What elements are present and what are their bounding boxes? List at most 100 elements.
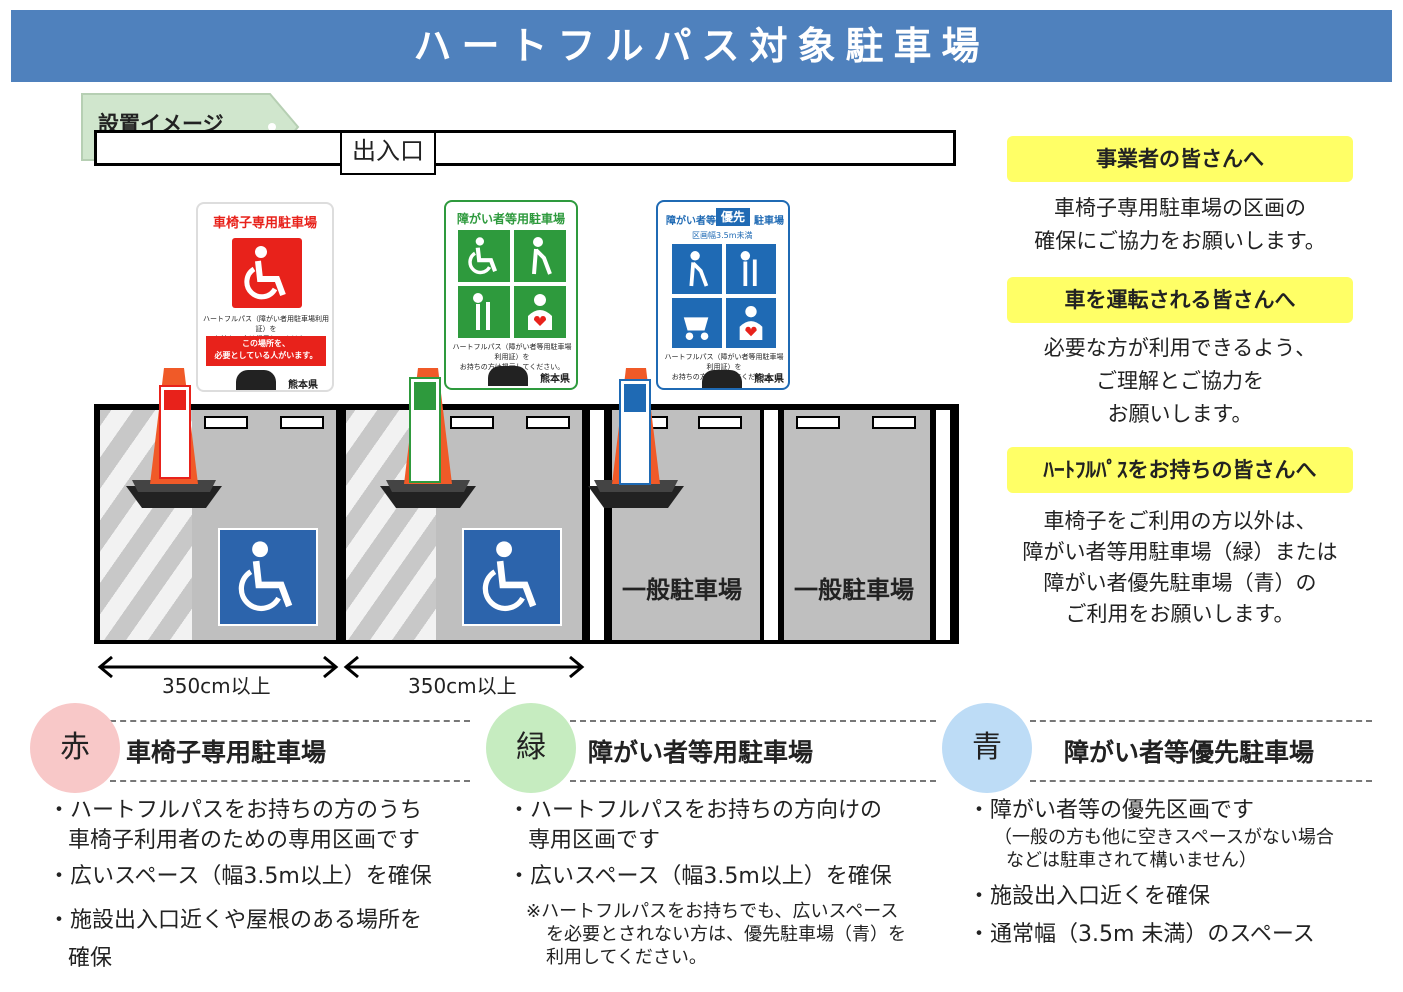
info-line: 確保にご協力をお願いします。 <box>1034 229 1326 253</box>
kumamon-icon <box>488 366 528 386</box>
bullet-line: ・ハートフルパスをお持ちの方向けの <box>508 798 883 823</box>
info-heading-operators: 事業者の皆さんへ <box>1007 136 1353 182</box>
elderly-icon <box>514 230 566 282</box>
kumamon-icon <box>236 370 276 390</box>
cone-red <box>126 368 222 508</box>
parking-space-general <box>784 410 930 640</box>
info-line: 障がい者等用駐車場（緑）または <box>1022 540 1338 564</box>
info-heading-holders: ﾊｰﾄﾌﾙﾊﾟｽをお持ちの皆さんへ <box>1007 447 1353 493</box>
cone-blue <box>588 368 684 508</box>
sign-blue-width-note: 区画幅3.5m未満 <box>692 231 753 240</box>
sign-red-pref: 熊本県 <box>288 380 318 391</box>
lot-divider <box>936 410 950 640</box>
curb-marker <box>796 416 840 429</box>
bullet-line: 専用区画です <box>528 828 661 853</box>
heart-person-icon <box>514 286 566 338</box>
category-blue-bullet: ・施設出入口近くを確保 <box>968 884 1211 909</box>
curb-marker <box>450 416 494 429</box>
divider <box>570 780 936 782</box>
note-line: を必要とされない方は、優先駐車場（青）を <box>546 924 906 945</box>
bullet-line: ・施設出入口近くや屋根のある場所を <box>48 908 423 933</box>
divider <box>110 720 470 722</box>
info-line: ご利用をお願いします。 <box>1065 602 1295 626</box>
sign-red: 車椅子専用駐車場 ハートフルパス（障がい者用駐車場利用証）を お持ちの方は掲示し… <box>196 202 334 392</box>
category-title-red: 車椅子専用駐車場 <box>126 738 327 767</box>
cone-green <box>380 368 476 508</box>
category-red-bullet: ・施設出入口近くや屋根のある場所を 確保 <box>48 902 422 978</box>
general-parking-label: 一般駐車場 <box>794 576 914 604</box>
info-text-operators: 車椅子専用駐車場の区画の 確保にご協力をお願いします。 <box>980 192 1380 258</box>
elderly-icon <box>672 244 722 294</box>
sign-green-title: 障がい者等用駐車場 <box>456 212 565 226</box>
dimension-arrow <box>97 655 339 679</box>
category-green-bullet: ・ハートフルパスをお持ちの方向けの 専用区画です <box>508 796 882 856</box>
sign-blue: 障がい者等 優先 駐車場 区画幅3.5m未満 ハートフルパス（障がい者等用駐車場… <box>656 200 790 390</box>
wheelchair-icon <box>458 230 510 282</box>
entrance-label: 出入口 <box>340 133 436 175</box>
divider <box>1030 780 1372 782</box>
category-circle-red: 赤 <box>30 703 120 793</box>
wheelchair-icon <box>232 238 302 308</box>
category-title-green: 障がい者等用駐車場 <box>588 738 814 767</box>
info-text-drivers: 必要な方が利用できるよう、 ご理解とご協力を お願いします。 <box>980 332 1380 431</box>
info-line: ご理解とご協力を <box>1096 369 1264 393</box>
dimension-arrow <box>343 655 585 679</box>
category-title-blue: 障がい者等優先駐車場 <box>1064 738 1315 767</box>
category-red-bullet: ・広いスペース（幅3.5m以上）を確保 <box>48 864 432 889</box>
bullet-line: 車椅子利用者のための専用区画です <box>68 828 421 853</box>
category-blue-bullet: ・通常幅（3.5m 未満）のスペース <box>968 922 1315 947</box>
category-circle-blue: 青 <box>942 703 1032 793</box>
sign-blue-badge: 優先 <box>716 208 750 226</box>
title-banner: ハートフルパス対象駐車場 <box>11 10 1392 82</box>
curb-marker <box>872 416 916 429</box>
wheelchair-icon <box>218 528 318 626</box>
lot-divider <box>590 410 604 640</box>
divider <box>570 720 936 722</box>
bullet-line: 確保 <box>68 946 113 971</box>
page-title: ハートフルパス対象駐車場 <box>413 24 990 68</box>
category-circle-green: 緑 <box>486 703 576 793</box>
info-line: 障がい者優先駐車場（青）の <box>1043 571 1317 595</box>
parking-lot: 一般駐車場 一般駐車場 <box>94 404 959 644</box>
curb-marker <box>204 416 248 429</box>
divider <box>110 780 470 782</box>
info-line: 必要な方が利用できるよう、 <box>1043 336 1317 360</box>
sign-blue-title-prefix: 障がい者等 <box>666 216 716 227</box>
stroller-icon <box>672 298 722 348</box>
category-green-bullet: ・広いスペース（幅3.5m以上）を確保 <box>508 864 892 889</box>
general-parking-label: 一般駐車場 <box>622 576 742 604</box>
sign-green: 障がい者等用駐車場 ハートフルパス（障がい者等用駐車場利用証）を お持ちの方は掲… <box>444 200 578 390</box>
sign-red-warning: この場所を、 必要としている人がいます。 <box>206 336 326 366</box>
sign-red-title: 車椅子専用駐車場 <box>212 216 317 231</box>
category-blue-bullet: ・障がい者等の優先区画です <box>968 798 1255 823</box>
dimension-label: 350cm以上 <box>408 674 517 698</box>
note-line: （一般の方も他に空きスペースがない場合 <box>994 827 1334 848</box>
divider <box>1030 720 1372 722</box>
crutch-icon <box>458 286 510 338</box>
note-line: ※ハートフルパスをお持ちでも、広いスペース <box>526 901 899 922</box>
kumamon-icon <box>702 370 742 388</box>
sign-green-pref: 熊本県 <box>540 374 570 385</box>
sign-blue-pref: 熊本県 <box>754 374 784 385</box>
heart-person-icon <box>726 298 776 348</box>
note-line: などは駐車されて構いません） <box>1006 850 1257 871</box>
info-line: 車椅子専用駐車場の区画の <box>1054 196 1306 220</box>
curb-marker <box>698 416 742 429</box>
category-blue-subnote: （一般の方も他に空きスペースがない場合 などは駐車されて構いません） <box>994 826 1334 872</box>
dimension-label: 350cm以上 <box>162 674 271 698</box>
info-heading-drivers: 車を運転される皆さんへ <box>1007 277 1353 323</box>
info-text-holders: 車椅子をご利用の方以外は、 障がい者等用駐車場（緑）または 障がい者優先駐車場（… <box>975 506 1385 630</box>
info-line: お願いします。 <box>1107 402 1253 426</box>
note-line: 利用してください。 <box>546 947 707 968</box>
crutch-icon <box>726 244 776 294</box>
bullet-line: ・ハートフルパスをお持ちの方のうち <box>48 798 423 823</box>
info-line: 車椅子をご利用の方以外は、 <box>1043 509 1317 533</box>
category-green-note: ※ハートフルパスをお持ちでも、広いスペース を必要とされない方は、優先駐車場（青… <box>526 900 906 969</box>
sign-blue-title-suffix: 駐車場 <box>754 216 784 227</box>
curb-marker <box>526 416 570 429</box>
category-red-bullet: ・ハートフルパスをお持ちの方のうち 車椅子利用者のための専用区画です <box>48 796 422 856</box>
curb-marker <box>280 416 324 429</box>
building-wall <box>94 130 956 166</box>
lot-divider <box>764 410 778 640</box>
wheelchair-icon <box>462 528 562 626</box>
